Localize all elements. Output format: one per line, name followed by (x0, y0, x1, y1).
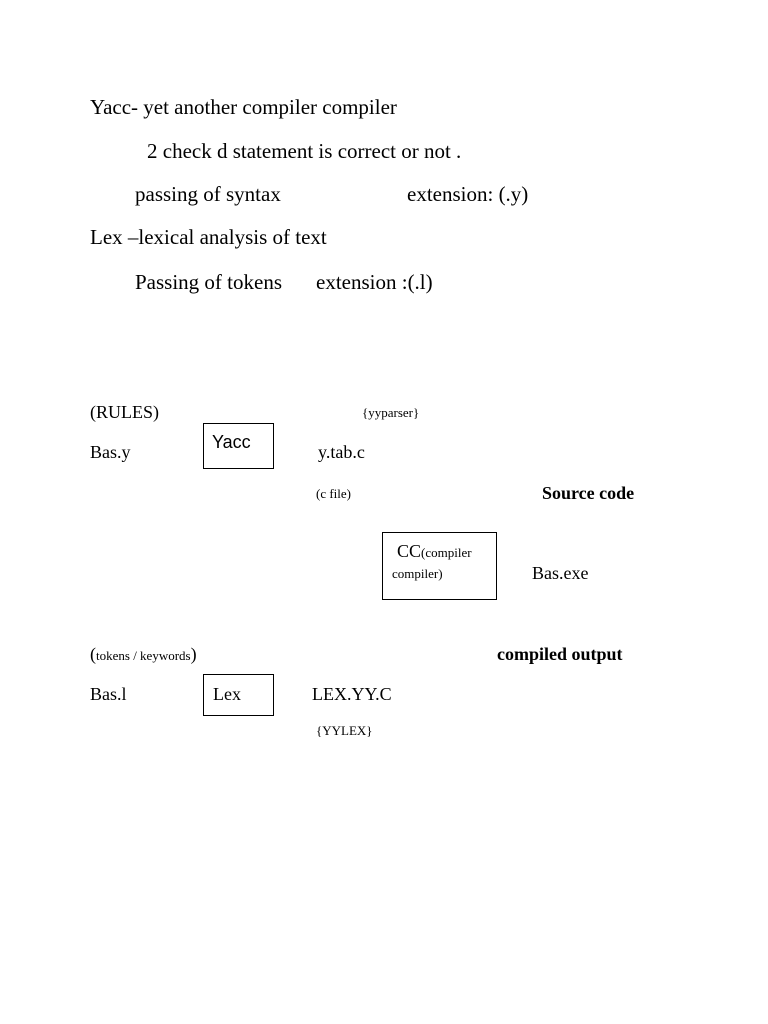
cc-box: CC(compiler compiler) (382, 532, 497, 600)
tokens-keywords-label: (tokens / keywords) (90, 645, 197, 664)
yylex-label: {YYLEX} (316, 723, 373, 738)
compiled-output-label: compiled output (497, 644, 623, 664)
cc-box-label: CC(compiler (397, 542, 472, 561)
lex-definition: Lex –lexical analysis of text (90, 225, 327, 249)
cc-main-text: CC (397, 541, 422, 561)
rules-label: (RULES) (90, 402, 159, 422)
bas-l-file: Bas.l (90, 684, 127, 704)
cc-sub-text-1: (compiler (421, 545, 472, 560)
cc-sub-text-2: compiler) (392, 566, 443, 581)
lex-yy-c-file: LEX.YY.C (312, 684, 392, 704)
bas-y-file: Bas.y (90, 442, 131, 462)
lex-box: Lex (203, 674, 274, 716)
lex-extension: extension :(.l) (316, 270, 433, 294)
yacc-definition: Yacc- yet another compiler compiler (90, 95, 397, 119)
lex-box-label: Lex (213, 684, 241, 704)
lex-tokens-note: Passing of tokens (135, 270, 282, 294)
y-tab-c-file: y.tab.c (318, 442, 365, 462)
source-code-label: Source code (542, 483, 635, 503)
yacc-extension: extension: (.y) (407, 182, 529, 206)
yacc-box-label: Yacc (212, 432, 251, 452)
yacc-box: Yacc (203, 423, 274, 469)
yacc-syntax-note: passing of syntax (135, 182, 281, 206)
c-file-label: (c file) (316, 486, 352, 501)
yacc-purpose: 2 check d statement is correct or not . (147, 139, 462, 163)
yyparser-label: {yyparser} (362, 405, 420, 420)
tokens-keywords-text: tokens / keywords (96, 648, 191, 663)
bas-exe-file: Bas.exe (532, 563, 589, 583)
tokens-close-paren: ) (190, 644, 197, 664)
tokens-open-paren: ( (90, 644, 96, 664)
